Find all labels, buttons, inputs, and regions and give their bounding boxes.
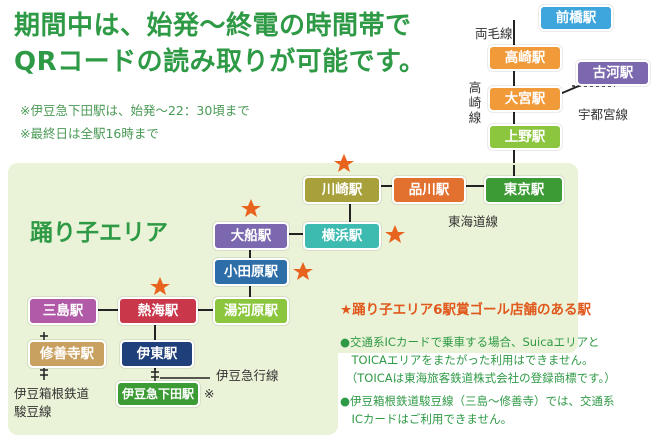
label-tokaido-line: 東海道線 bbox=[448, 214, 499, 229]
headline-line-2: QRコードの読み取りが可能です。 bbox=[14, 47, 426, 77]
label-takasaki-line: 高崎線 bbox=[468, 80, 482, 125]
note-final-day: ※最終日は全駅16時まで bbox=[20, 126, 159, 141]
station-yugawara: 湯河原駅 bbox=[213, 297, 289, 325]
bullet-ic-card-line-1: ●交通系ICカードで乗車する場合、Suicaエリアと bbox=[340, 335, 600, 349]
station-takasaki: 高崎駅 bbox=[488, 45, 562, 71]
shimoda-note-mark: ※ bbox=[204, 386, 215, 401]
bullet-izuhakone-line-2: ICカードはご利用できません。 bbox=[340, 412, 513, 426]
station-shuzenji: 修善寺駅 bbox=[28, 340, 106, 368]
station-kawasaki: 川崎駅 bbox=[303, 176, 381, 204]
station-atami: 熱海駅 bbox=[118, 297, 198, 325]
station-mishima: 三島駅 bbox=[28, 297, 98, 325]
station-izukyushimoda: 伊豆急下田駅 bbox=[116, 381, 200, 407]
station-odawara: 小田原駅 bbox=[213, 258, 289, 286]
label-izuhakone-line-1: 伊豆箱根鉄道 bbox=[14, 386, 90, 401]
station-koga: 古河駅 bbox=[576, 60, 650, 86]
headline-line-1: 期間中は、始発〜終電の時間帯で bbox=[14, 11, 412, 41]
note-shimoda-hours: ※伊豆急下田駅は、始発〜22：30頃まで bbox=[20, 103, 250, 118]
station-omiya: 大宮駅 bbox=[488, 86, 562, 112]
station-tokyo: 東京駅 bbox=[484, 176, 564, 204]
bullet-ic-card-line-3: （TOICAは東海旅客鉄道株式会社の登録商標です。） bbox=[340, 371, 616, 385]
legend-star-stations: ★踊り子エリア6駅賞ゴール店舗のある駅 bbox=[340, 302, 591, 318]
station-maebashi: 前橋駅 bbox=[539, 5, 613, 31]
label-izuhakone-line-2: 駿豆線 bbox=[14, 404, 52, 419]
area-title: 踊り子エリア bbox=[30, 220, 168, 246]
label-izukyu-line: 伊豆急行線 bbox=[216, 368, 279, 383]
headline: 期間中は、始発〜終電の時間帯で QRコードの読み取りが可能です。 bbox=[14, 8, 426, 80]
station-yokohama: 横浜駅 bbox=[303, 222, 381, 250]
bullet-izuhakone-line-1: ●伊豆箱根鉄道駿豆線（三島〜修善寺）では、交通系 bbox=[340, 394, 615, 408]
label-ryomo-line: 両毛線 bbox=[475, 26, 513, 41]
station-ueno: 上野駅 bbox=[488, 124, 562, 150]
bullet-ic-card-line-2: TOICAエリアをまたがった利用はできません。 bbox=[340, 353, 594, 367]
odoriko-area-panel-upper bbox=[8, 163, 578, 353]
station-ito: 伊東駅 bbox=[120, 340, 194, 368]
station-ofuna: 大船駅 bbox=[213, 222, 289, 250]
label-utsunomiya-line: 宇都宮線 bbox=[578, 107, 629, 122]
station-shinagawa: 品川駅 bbox=[392, 176, 466, 204]
